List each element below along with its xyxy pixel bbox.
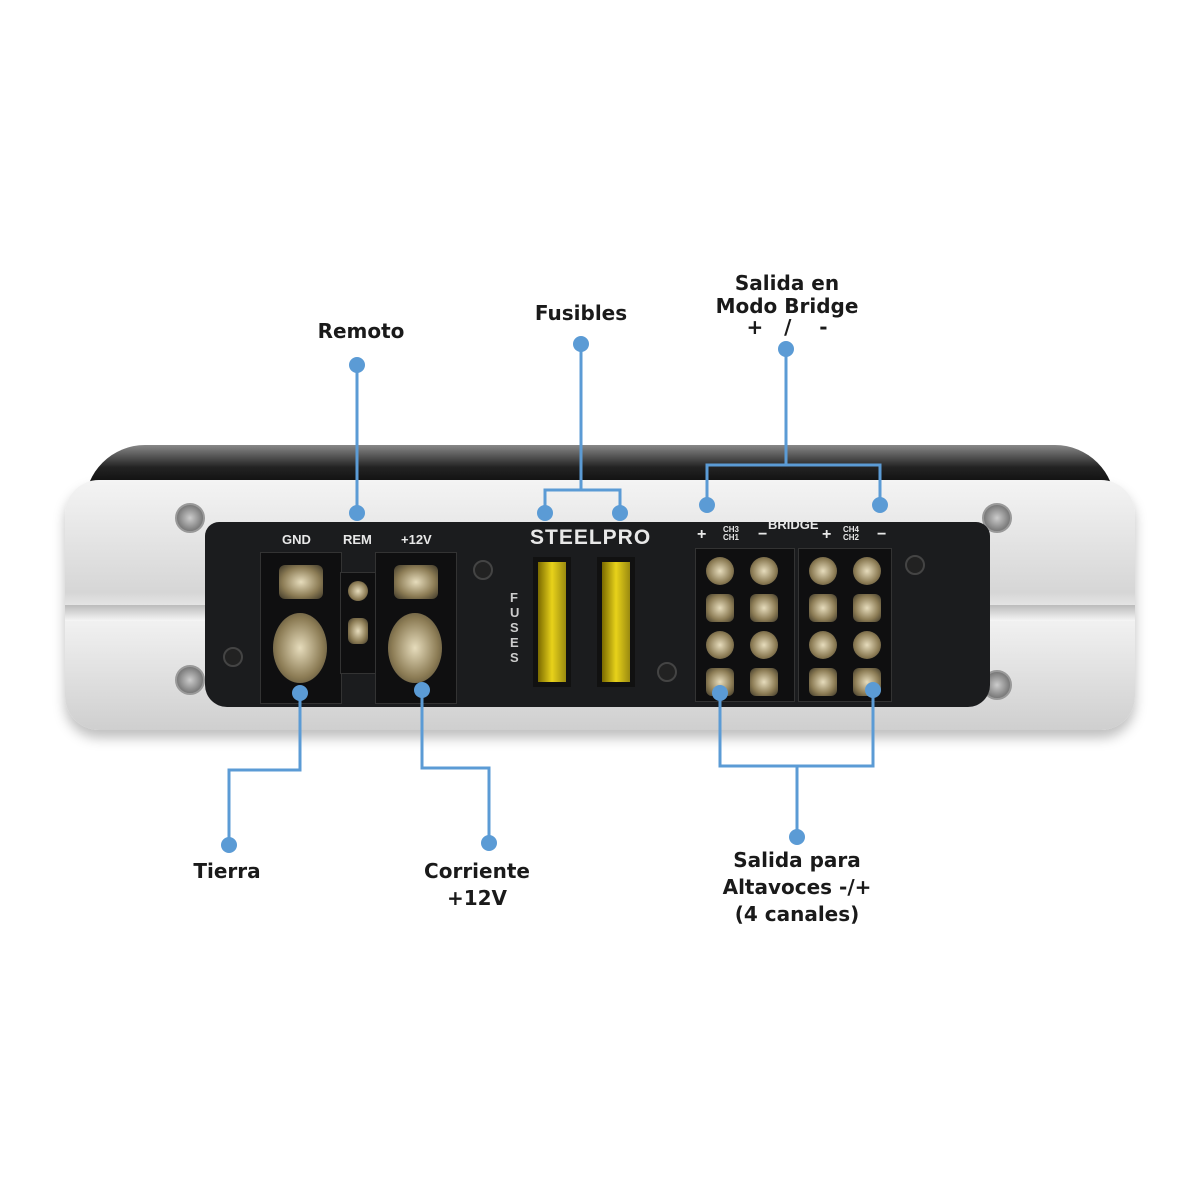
callout-bridge-line2: Modo Bridge [715,294,859,318]
speaker-terminal-screw [809,557,837,585]
callout-fusibles: Fusibles [534,301,628,325]
bridge-plus-left: + [697,526,707,543]
callout-tierra: Tierra [193,859,261,883]
gnd-label: GND [282,532,311,547]
leader-line-fusibles [543,488,622,513]
callout-corriente-line1: Corriente [424,859,530,883]
speaker-terminal-screw [750,668,778,696]
callout-corriente-line2: +12V [446,886,508,910]
ch3-label: CH3 [723,525,740,534]
speaker-terminal-screw [853,594,881,622]
leader-dot [872,497,888,513]
leader-dot [612,505,628,521]
bridge-label: BRIDGE [768,517,819,532]
ch1-label: CH1 [723,533,740,542]
12v-label: +12V [401,532,432,547]
leader-dot [349,505,365,521]
callout-remoto: Remoto [317,319,405,343]
callout-salida: Salida para Altavoces -/+ (4 canales) [723,847,872,928]
leader-dot [292,685,308,701]
ch4-label: CH4 [843,525,860,534]
brand-logo: STEELPRO [530,526,652,549]
speaker-terminal-screw [809,631,837,659]
screw-icon [982,503,1012,533]
callout-bridge: Salida en Modo Bridge + / - [715,271,859,339]
speaker-terminal-screw [706,594,734,622]
leader-dot [865,682,881,698]
connector-panel: GND REM +12V STEELPRO FUSES + CH3 CH1 − … [205,517,990,707]
speaker-terminal-block-ch1-ch3 [695,548,795,702]
speaker-terminal-screw [750,594,778,622]
callout-corriente: Corriente +12V [424,858,530,912]
leader-line-salida [718,690,875,768]
leader-line-bridge [705,463,882,505]
fuse-2 [597,557,635,687]
bolt-icon [473,560,493,580]
leader-line-corriente [420,690,491,843]
callout-salida-line3: (4 canales) [734,902,860,926]
leader-dot [481,835,497,851]
speaker-terminal-screw [809,594,837,622]
leader-dot [699,497,715,513]
speaker-terminal-screw [853,557,881,585]
leader-dot [778,341,794,357]
callout-bridge-line3: + / - [746,315,828,339]
bolt-icon [657,662,677,682]
leader-dot [221,837,237,853]
leader-dot [414,682,430,698]
speaker-terminal-block-ch2-ch4 [798,548,892,702]
bolt-icon [223,647,243,667]
leader-dot [537,505,553,521]
12v-terminal [375,552,457,704]
callout-bridge-line1: Salida en [734,271,840,295]
fuses-label: FUSES [510,590,520,665]
speaker-terminal-screw [750,631,778,659]
leader-dot [712,685,728,701]
bridge-minus-right: − [877,526,887,543]
callout-salida-line2: Altavoces -/+ [722,875,872,899]
bolt-icon [905,555,925,575]
speaker-terminal-screw [809,668,837,696]
leader-line-tierra [227,693,302,845]
screw-icon [175,665,205,695]
screw-icon [175,503,205,533]
leader-dot [349,357,365,373]
leader-dot [573,336,589,352]
ch2-label: CH2 [843,533,860,542]
speaker-terminal-screw [750,557,778,585]
bridge-minus-left: − [758,526,768,543]
bridge-plus-right: + [822,526,832,543]
gnd-terminal [260,552,342,704]
leader-dot [789,829,805,845]
speaker-terminal-screw [706,557,734,585]
speaker-terminal-screw [706,631,734,659]
speaker-terminal-screw [853,631,881,659]
fuse-1 [533,557,571,687]
callout-salida-line1: Salida para [733,848,861,872]
rem-label: REM [343,532,372,547]
